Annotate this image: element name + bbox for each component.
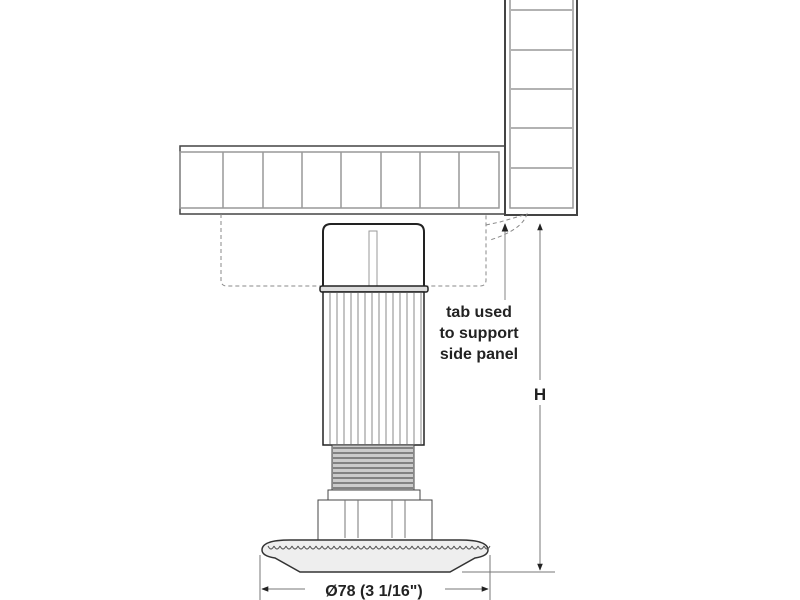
bottom-panel (179, 145, 506, 215)
foot-tooth (363, 545, 371, 550)
foot-tooth (345, 545, 353, 550)
foot-tooth (351, 545, 359, 550)
foot-tooth (285, 545, 293, 550)
foot-tooth (441, 545, 449, 550)
diameter-dimension (259, 555, 491, 600)
foot-tooth (309, 545, 317, 550)
foot-tooth (321, 545, 329, 550)
tab-note-line-3: side panel (440, 346, 518, 363)
foot-tooth (435, 545, 443, 550)
foot-tooth (417, 545, 425, 550)
tab-note-line-2: to support (439, 325, 519, 342)
foot-tooth (273, 545, 281, 550)
foot-tooth (465, 545, 473, 550)
foot-tooth (327, 545, 335, 550)
foot-tooth (423, 545, 431, 550)
diameter-label: Ø78 (3 1/16") (325, 583, 422, 600)
foot-tooth (483, 545, 491, 550)
height-dimension (462, 223, 555, 573)
foot-tooth (369, 545, 377, 550)
foot-tooth (429, 545, 437, 550)
foot-tooth (315, 545, 323, 550)
foot-tooth (297, 545, 305, 550)
foot-tooth (381, 545, 389, 550)
foot-tooth (411, 545, 419, 550)
foot-tooth (303, 545, 311, 550)
foot-tooth (393, 545, 401, 550)
foot-tooth (459, 545, 467, 550)
height-label: H (534, 385, 546, 404)
tab-note-line-1: tab used (446, 304, 512, 321)
foot-tooth (471, 545, 479, 550)
foot-tooth (279, 545, 287, 550)
foot-tooth (399, 545, 407, 550)
tab-note: tab used to support side panel (439, 304, 519, 363)
side-panel (504, 0, 578, 216)
foot-tooth (291, 545, 299, 550)
leveling-leg (261, 223, 491, 573)
foot-tooth (447, 545, 455, 550)
foot-tooth (357, 545, 365, 550)
foot-tooth (477, 545, 485, 550)
foot-tooth (375, 545, 383, 550)
foot-tooth (387, 545, 395, 550)
foot-tooth (453, 545, 461, 550)
foot-tooth (339, 545, 347, 550)
foot-tooth (333, 545, 341, 550)
foot-tooth (405, 545, 413, 550)
clip-outline-dashed (220, 213, 528, 287)
foot-tooth (267, 545, 275, 550)
